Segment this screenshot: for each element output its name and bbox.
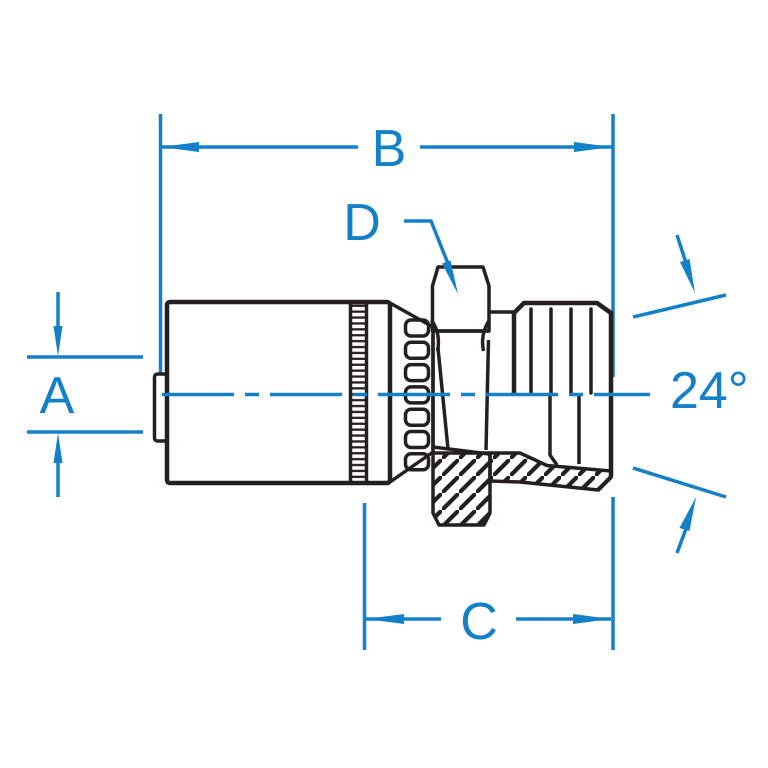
crimp-shell: [164, 299, 393, 486]
angle-annotation: 24°: [632, 234, 749, 554]
collar-rib: [403, 340, 431, 361]
collar-rib: [403, 407, 431, 427]
collar-rib: [403, 318, 431, 338]
angle-flank-lower: [632, 466, 727, 499]
dim-a-arrow-top: [53, 326, 63, 356]
section-body-band: [488, 451, 613, 492]
dimension-c: C: [366, 593, 611, 651]
fitting-outline: [152, 265, 614, 527]
dim-c-arrow-right: [573, 614, 611, 624]
nut-head: [430, 265, 491, 333]
label-d-leader: D: [343, 194, 458, 294]
dim-b-label: B: [372, 120, 407, 178]
dim-d-label: D: [343, 194, 381, 252]
thread-body: [511, 300, 614, 477]
thread-crests: [529, 307, 593, 395]
angle-arrow-lower-tail: [675, 525, 689, 554]
dim-c-arrow-left: [366, 614, 404, 624]
serration-ticks: [352, 304, 366, 481]
collar-rib: [403, 362, 431, 383]
collar-rib: [403, 452, 431, 472]
section-cut: [431, 451, 613, 527]
ribbed-collar: [403, 318, 431, 472]
nut-chamfer-arc-right: [480, 319, 491, 352]
d-leader-line: [404, 219, 451, 267]
dim-b-arrow-right: [574, 142, 612, 152]
dim-b-arrow-left: [161, 142, 199, 152]
bore-lines: [548, 394, 581, 467]
bore-cone-left: [548, 394, 559, 467]
dimension-b: B: [161, 120, 612, 178]
angle-arrow-upper: [680, 259, 695, 293]
angle-arrow-upper-tail: [675, 234, 688, 264]
angle-flank-upper: [632, 293, 727, 319]
thread-section: [511, 300, 614, 477]
section-nut-block: [431, 451, 492, 527]
dim-a-label: A: [40, 367, 75, 425]
seat-angle-label: 24°: [670, 362, 749, 420]
dim-a-arrow-bottom: [53, 433, 63, 463]
serration-band: [348, 303, 369, 482]
nut-left-taper-edge: [436, 347, 450, 450]
angle-arrow-lower: [679, 497, 696, 531]
d-leader-arrow: [442, 260, 458, 294]
dim-c-label: C: [460, 593, 498, 651]
dimension-a: A: [27, 292, 143, 497]
collar-rib: [403, 429, 431, 450]
